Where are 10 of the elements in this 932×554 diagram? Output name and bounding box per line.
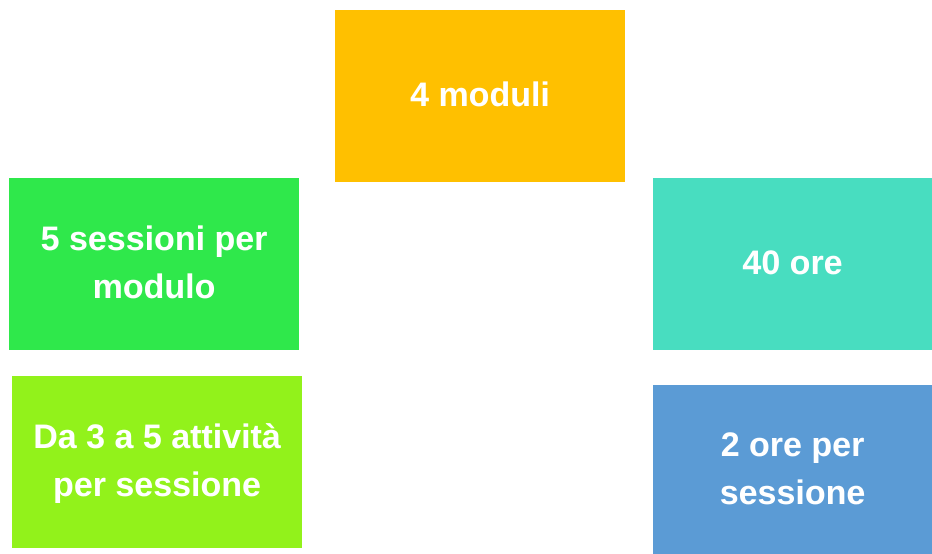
box-label: 2 ore per sessione xyxy=(718,424,866,514)
info-box xyxy=(653,178,932,350)
info-box xyxy=(12,376,302,548)
box-label: 5 sessioni per modulo xyxy=(40,219,268,308)
info-box xyxy=(335,10,625,182)
info-box xyxy=(9,178,299,350)
box-label: Da 3 a 5 attività per sessione xyxy=(32,417,282,506)
box-label: 40 ore xyxy=(742,243,843,284)
info-box xyxy=(653,385,932,554)
box-label: 4 moduli xyxy=(410,75,550,116)
